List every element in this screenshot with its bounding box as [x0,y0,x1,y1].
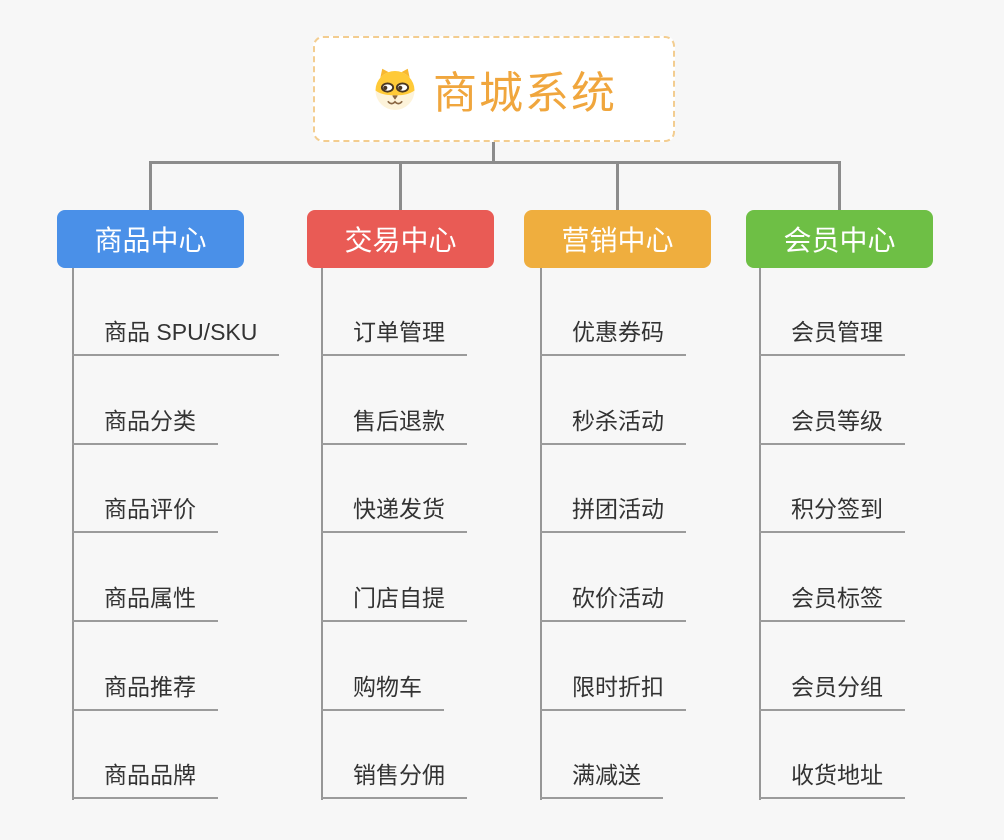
leaf-item[interactable]: 商品评价 [72,495,218,533]
column-line-product [72,268,74,800]
leaf-item[interactable]: 会员等级 [759,407,905,445]
branch-node-trade-center[interactable]: 交易中心 [307,210,494,268]
leaf-item[interactable]: 商品品牌 [72,761,218,799]
leaf-item[interactable]: 商品 SPU/SKU [72,318,280,356]
connector-root-stub [492,140,495,164]
leaf-item[interactable]: 门店自提 [321,584,467,622]
column-line-marketing [540,268,542,800]
column-line-member [759,268,761,800]
leaf-item[interactable]: 满减送 [540,761,663,799]
branch-label: 商品中心 [94,225,207,256]
leaf-item[interactable]: 积分签到 [759,495,905,533]
leaf-item[interactable]: 限时折扣 [540,673,686,711]
leaf-item[interactable]: 收货地址 [759,761,905,799]
connector-stub-marketing [616,161,619,210]
leaf-item[interactable]: 购物车 [321,673,444,711]
leaf-item[interactable]: 会员标签 [759,584,905,622]
root-title: 商城系统 [433,69,617,118]
branch-label: 会员中心 [783,225,896,256]
branch-node-product-center[interactable]: 商品中心 [57,210,244,268]
branch-node-marketing-center[interactable]: 营销中心 [524,210,711,268]
column-line-trade [321,268,323,800]
leaf-item[interactable]: 售后退款 [321,407,467,445]
connector-stub-member [838,161,841,210]
leaf-item[interactable]: 会员管理 [759,318,905,356]
connector-stub-trade [399,161,402,210]
connector-stub-product [149,161,152,210]
leaf-item[interactable]: 秒杀活动 [540,407,686,445]
branch-label: 交易中心 [344,225,457,256]
branch-label: 营销中心 [561,225,674,256]
leaf-item[interactable]: 商品分类 [72,407,218,445]
leaf-item[interactable]: 商品推荐 [72,673,218,711]
leaf-item[interactable]: 订单管理 [321,318,467,356]
leaf-item[interactable]: 快递发货 [321,495,467,533]
leaf-item[interactable]: 拼团活动 [540,495,686,533]
leaf-item[interactable]: 优惠券码 [540,318,686,356]
leaf-item[interactable]: 销售分佣 [321,761,467,799]
root-node[interactable]: 商城系统 [313,36,675,142]
leaf-item[interactable]: 砍价活动 [540,584,686,622]
leaf-item[interactable]: 商品属性 [72,584,218,622]
connector-horizontal [149,161,841,164]
leaf-item[interactable]: 会员分组 [759,673,905,711]
branch-node-member-center[interactable]: 会员中心 [746,210,933,268]
dog-face-icon [371,67,419,111]
